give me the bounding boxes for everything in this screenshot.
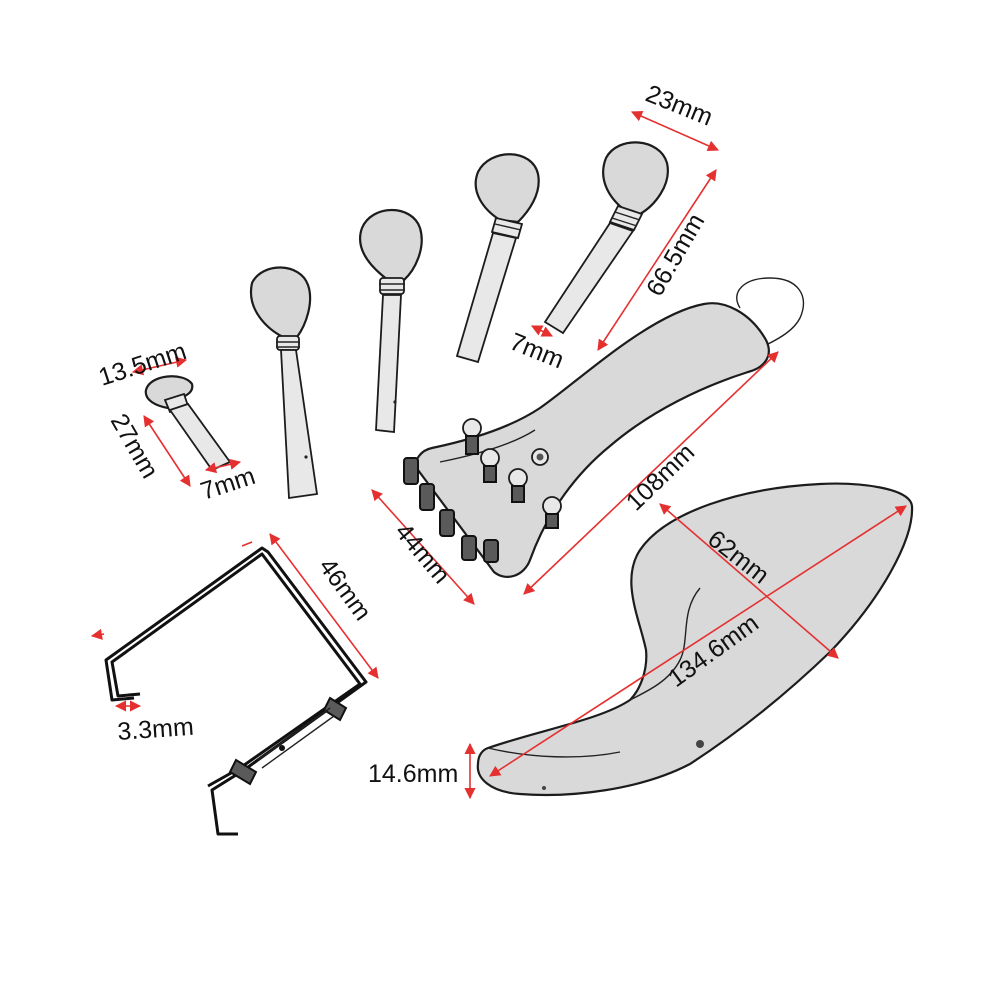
label-chinrest-height: 14.6mm: [368, 760, 458, 788]
label-peg-length: 66.5mm: [641, 209, 710, 301]
tuning-peg-2: [359, 208, 423, 433]
label-clamp-height: 46mm: [313, 553, 376, 626]
tuning-peg-3: [455, 153, 540, 364]
label-peg-head-width: 23mm: [642, 80, 717, 132]
tuning-peg-4: [543, 141, 669, 335]
dimension-lines: [90, 110, 907, 800]
label-end-pin-length: 27mm: [105, 409, 164, 483]
label-end-pin-shaft: 7mm: [197, 462, 258, 506]
label-peg-shaft: 7mm: [506, 328, 568, 375]
end-pin: [144, 375, 232, 472]
label-clamp-rod: 3.3mm: [116, 713, 194, 746]
chinrest-clamp: [104, 546, 368, 836]
tuning-peg-1: [249, 266, 319, 500]
